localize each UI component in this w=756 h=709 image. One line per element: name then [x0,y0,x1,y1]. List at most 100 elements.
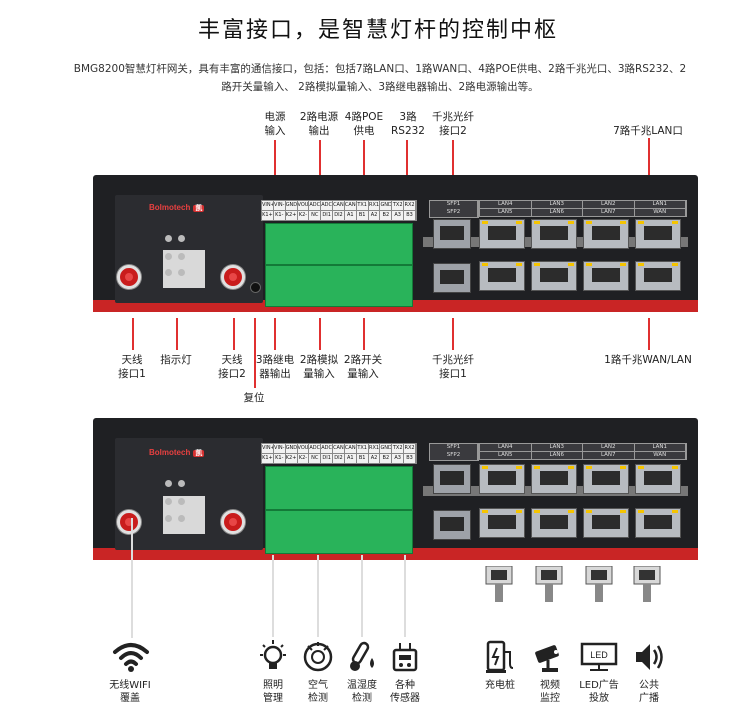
air-quality-icon [303,642,333,672]
rj45-port [531,464,577,494]
led [165,235,172,242]
callout-line [452,318,454,350]
sfp-port-2 [433,464,471,494]
led [178,515,185,522]
label-sfp1: 千兆光纤接口1 [432,354,474,380]
rj45-plug-icon [485,566,513,602]
label-reset: 复位 [243,392,265,404]
terminal-block-lower [265,510,413,554]
led [178,235,185,242]
thermometer-icon [350,641,374,671]
rj45-plug-icon [535,566,563,602]
callout-line [319,318,321,350]
icon-label-air: 空气检测 [308,680,328,704]
ev-charger-icon [486,640,514,673]
icon-label-camera: 视频监控 [540,680,560,704]
rj45-port [583,219,629,249]
rj45-port [479,464,525,494]
rj45-port [531,219,577,249]
label-relay: 3路继电器输出 [255,354,295,380]
rj45-port [635,219,681,249]
speaker-icon [636,644,663,670]
icon-label-temperature: 温湿度检测 [347,680,377,704]
led-screen-icon: LED [580,642,618,671]
page-title: 丰富接口，是智慧灯杆的控制中枢 [197,18,558,43]
led [165,515,172,522]
wifi-icon [113,643,149,672]
connector-line [272,555,274,637]
callout-line [363,318,365,350]
sensor-icon [392,643,418,672]
label-wan: 1路千兆WAN/LAN [604,354,692,366]
antenna-port-1 [117,510,141,534]
led [165,269,172,276]
led [178,480,185,487]
rj45-port [583,261,629,291]
label-analog: 2路模拟量输入 [299,354,339,380]
callout-line [648,138,650,175]
rj45-port [479,508,525,538]
led [178,269,185,276]
callout-line [233,318,235,350]
connector-line [131,518,133,638]
svg-text:LED: LED [590,650,608,660]
callout-line [274,140,276,175]
sfp-port-1 [433,263,471,293]
connector-line [361,555,363,637]
label-lan7: 7路千兆LAN口 [613,125,683,137]
led [165,498,172,505]
callout-line [319,140,321,175]
callout-line [452,140,454,175]
icon-label-sensors: 各种传感器 [390,680,420,704]
rj45-port [479,219,525,249]
rj45-plug-icon [585,566,613,602]
label-indicator: 指示灯 [160,354,192,366]
label-sfp2: 千兆光纤接口2 [432,111,474,137]
callout-line [132,318,134,350]
callout-line [406,140,408,175]
rj45-port [479,261,525,291]
antenna-port-2 [221,510,245,534]
intro-text: BMG8200智慧灯杆网关，具有丰富的通信接口，包括：包括7路LAN口、1路WA… [73,63,687,93]
icon-label-speaker: 公共广播 [639,680,659,704]
callout-line [648,318,650,350]
callout-line [274,318,276,350]
connector-line [404,555,406,637]
wan-port [635,508,681,538]
rj45-port [583,508,629,538]
icon-label-charger: 充电桩 [485,680,515,691]
terminal-block-lower [265,265,413,307]
led [165,253,172,260]
rj45-port [531,261,577,291]
wan-port [635,261,681,291]
label-digital: 2路开关量输入 [343,354,383,380]
label-power-input: 电源输入 [264,111,286,137]
sfp-port-1 [433,510,471,540]
callout-line [363,140,365,175]
antenna-port-1 [117,265,141,289]
rj45-port [583,464,629,494]
terminal-labels-top: VIN+VIN-GNDVOUTADC1ADC2CAN+CAN-TX1RX1GND… [261,200,417,211]
terminal-block-upper [265,466,413,510]
led [165,480,172,487]
label-antenna-1: 天线接口1 [118,354,146,380]
icon-label-led: LED广告投放 [579,680,619,704]
label-power-output: 2路电源输出 [299,111,339,137]
terminal-block-upper [265,223,413,265]
callout-line [176,318,178,350]
led [178,498,185,505]
rj45-port [635,464,681,494]
antenna-port-2 [221,265,245,289]
